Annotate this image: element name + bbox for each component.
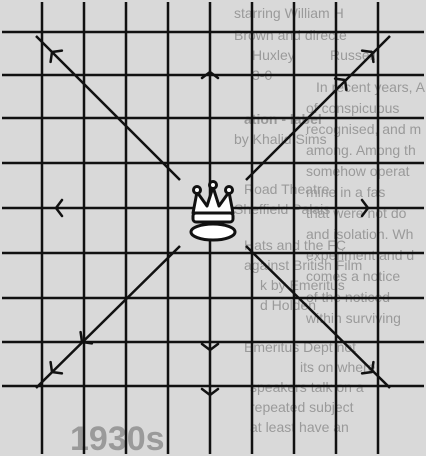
arrow-icon: [362, 46, 378, 62]
diagonal-line: [36, 246, 180, 388]
arrowhead: [362, 46, 378, 62]
diagonal-line: [246, 246, 390, 388]
diagonal-line: [246, 36, 390, 180]
queen-piece: [191, 182, 235, 241]
crown-icon: [191, 182, 235, 241]
diagonal-line: [36, 36, 180, 180]
